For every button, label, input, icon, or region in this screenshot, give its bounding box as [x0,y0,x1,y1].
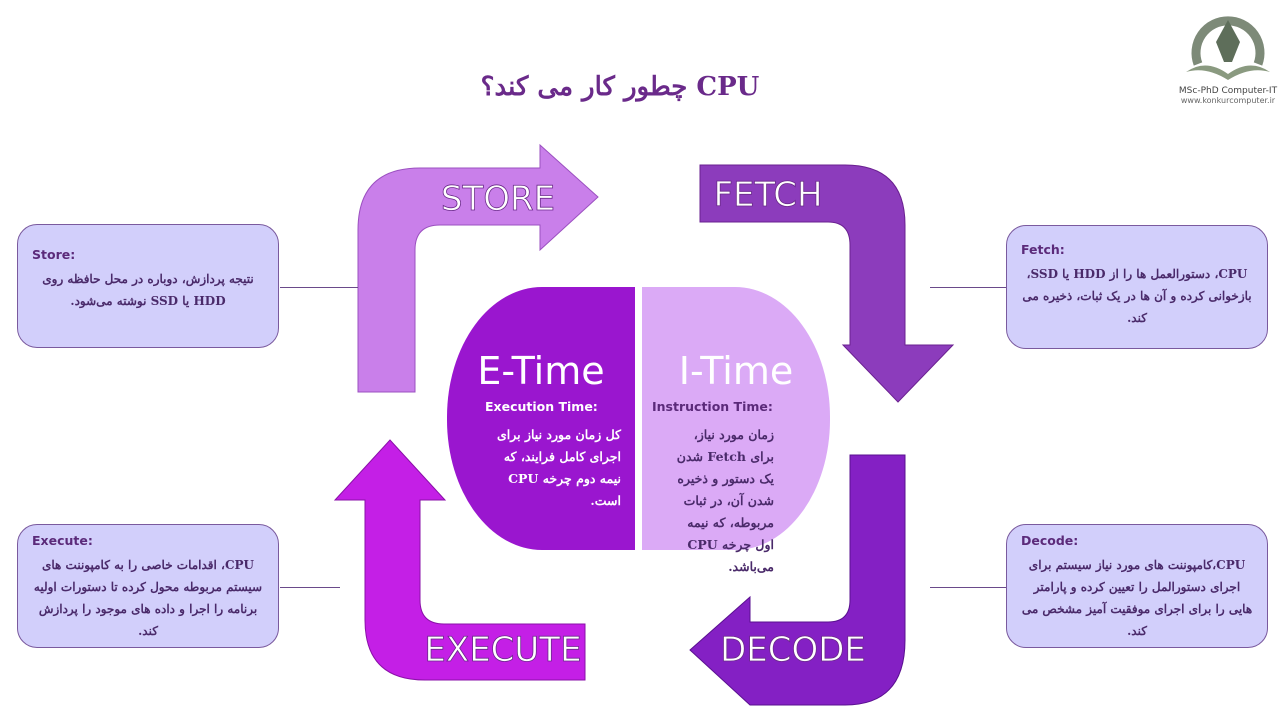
decode-box: Decode: CPU،کامپوننت های مورد نیاز سیستم… [1006,524,1268,648]
decode-label: DECODE [720,630,866,670]
etime-description: کل زمان مورد نیاز برای اجرای کامل فرایند… [496,427,621,508]
store-connector [280,287,358,288]
pen-book-logo-icon [1186,16,1270,80]
fetch-text: CPU، دستورالعمل ها را از HDD یا SSD، باز… [1022,267,1252,325]
itime-label: I-Time [678,349,794,393]
logo-url: www.konkurcomputer.ir [1180,96,1276,105]
store-text: نتیجه پردازش، دوباره در محل حافظه روی HD… [42,272,254,308]
execute-heading: Execute: [32,533,93,548]
decode-heading: Decode: [1021,533,1079,548]
store-box: Store: نتیجه پردازش، دوباره در محل حافظه… [17,224,279,348]
fetch-label: FETCH [713,175,822,215]
fetch-arrow [699,164,955,403]
decode-arrow [689,454,906,706]
store-label: STORE [441,179,555,219]
etime-subtitle: Execution Time: [485,399,598,414]
itime-panel: I-Time Instruction Time: زمان مورد نیاز،… [642,287,830,574]
execute-connector [280,587,340,588]
decode-connector [930,587,1006,588]
fetch-box: Fetch: CPU، دستورالعمل ها را از HDD یا S… [1006,225,1268,349]
itime-subtitle: Instruction Time: [652,399,773,414]
store-arrow [357,143,599,393]
execute-label: EXECUTE [424,630,581,670]
etime-panel: E-Time Execution Time: کل زمان مورد نیاز… [447,287,635,550]
execute-text: CPU، اقدامات خاصی را به کامپوننت های سیس… [33,558,263,638]
etime-label: E-Time [477,349,605,393]
store-heading: Store: [32,247,76,262]
page-title: CPU چطور کار می کند؟ [480,72,760,102]
itime-description: زمان مورد نیاز، برای Fetch شدن یک دستور … [676,427,774,574]
logo-text: MSc-PhD Computer-IT [1178,86,1278,96]
decode-text: CPU،کامپوننت های مورد نیاز سیستم برای اج… [1021,558,1253,638]
fetch-connector [930,287,1006,288]
execute-arrow [333,439,586,681]
fetch-heading: Fetch: [1021,242,1065,257]
logo: MSc-PhD Computer-IT www.konkurcomputer.i… [1176,2,1280,105]
execute-box: Execute: CPU، اقدامات خاصی را به کامپونن… [17,524,279,648]
